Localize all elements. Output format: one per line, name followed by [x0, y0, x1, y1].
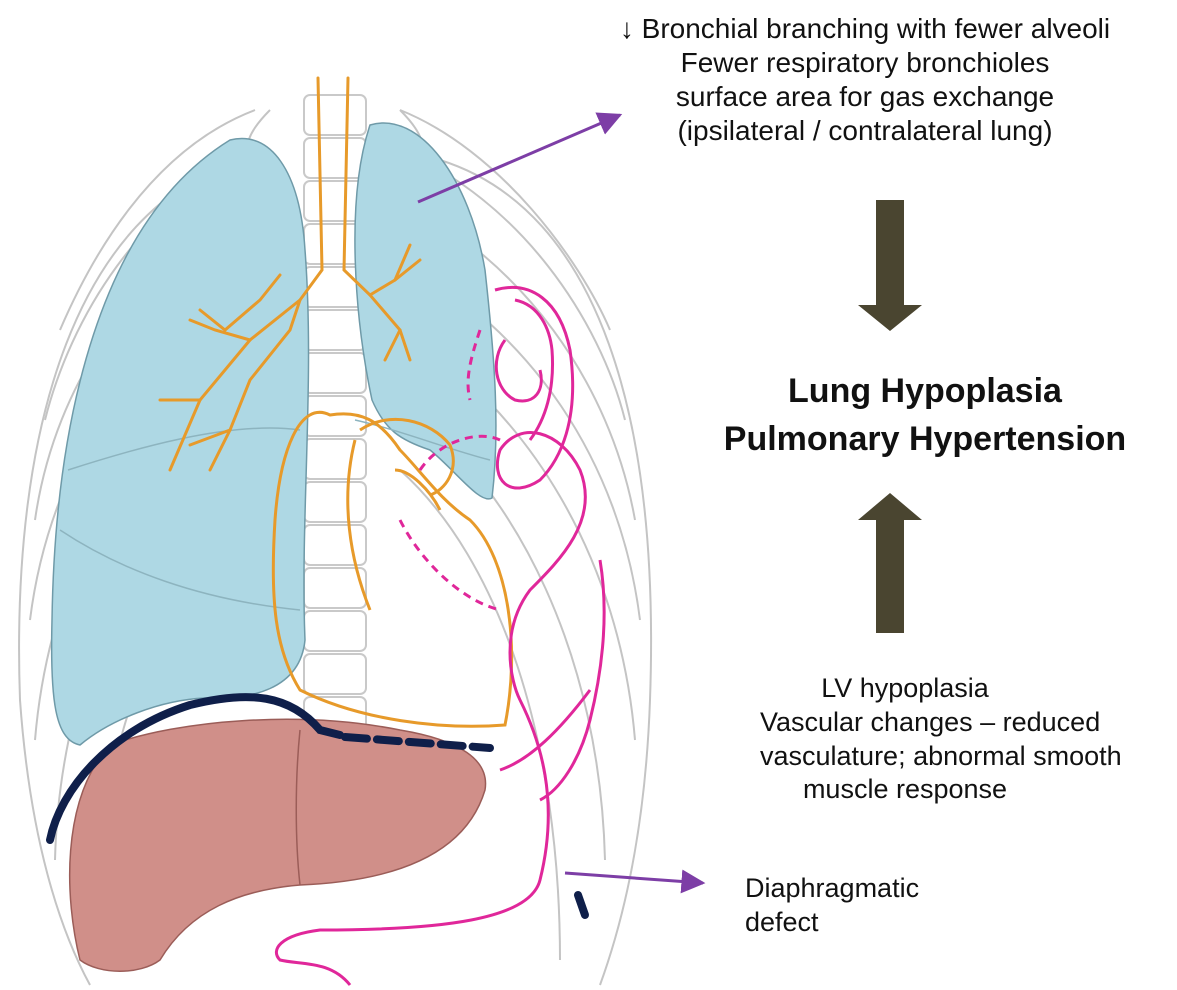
vascular-changes-text: LV hypoplasia Vascular changes – reduced…	[760, 672, 1050, 807]
outcome-heading: Lung Hypoplasia Pulmonary Hypertension	[690, 368, 1160, 463]
top-line-3: surface area for gas exchange	[570, 80, 1160, 114]
bottom-line-4: muscle response	[760, 773, 1050, 807]
defect-line-1: Diaphragmatic	[745, 872, 1005, 906]
left-lung	[355, 123, 496, 499]
liver	[70, 719, 486, 971]
down-arrow	[858, 200, 922, 331]
outcome-line-1: Lung Hypoplasia	[690, 368, 1160, 416]
defect-pointer-arrow	[565, 873, 703, 883]
top-line-1: ↓ Bronchial branching with fewer alveoli	[570, 12, 1160, 46]
diaphragm-fragment	[578, 895, 585, 915]
bottom-line-2: Vascular changes – reduced	[760, 706, 1050, 740]
bottom-line-3: vasculature; abnormal smooth	[760, 740, 1050, 774]
up-arrow	[858, 493, 922, 633]
top-line-4: (ipsilateral / contralateral lung)	[570, 114, 1160, 148]
bottom-line-1: LV hypoplasia	[760, 672, 1050, 706]
right-lung	[52, 138, 309, 745]
outcome-line-2: Pulmonary Hypertension	[690, 416, 1160, 464]
lung-changes-text: ↓ Bronchial branching with fewer alveoli…	[570, 12, 1160, 149]
diaphragmatic-defect-label: Diaphragmatic defect	[745, 872, 1005, 940]
defect-line-2: defect	[745, 906, 1005, 940]
top-line-2: Fewer respiratory bronchioles	[570, 46, 1160, 80]
